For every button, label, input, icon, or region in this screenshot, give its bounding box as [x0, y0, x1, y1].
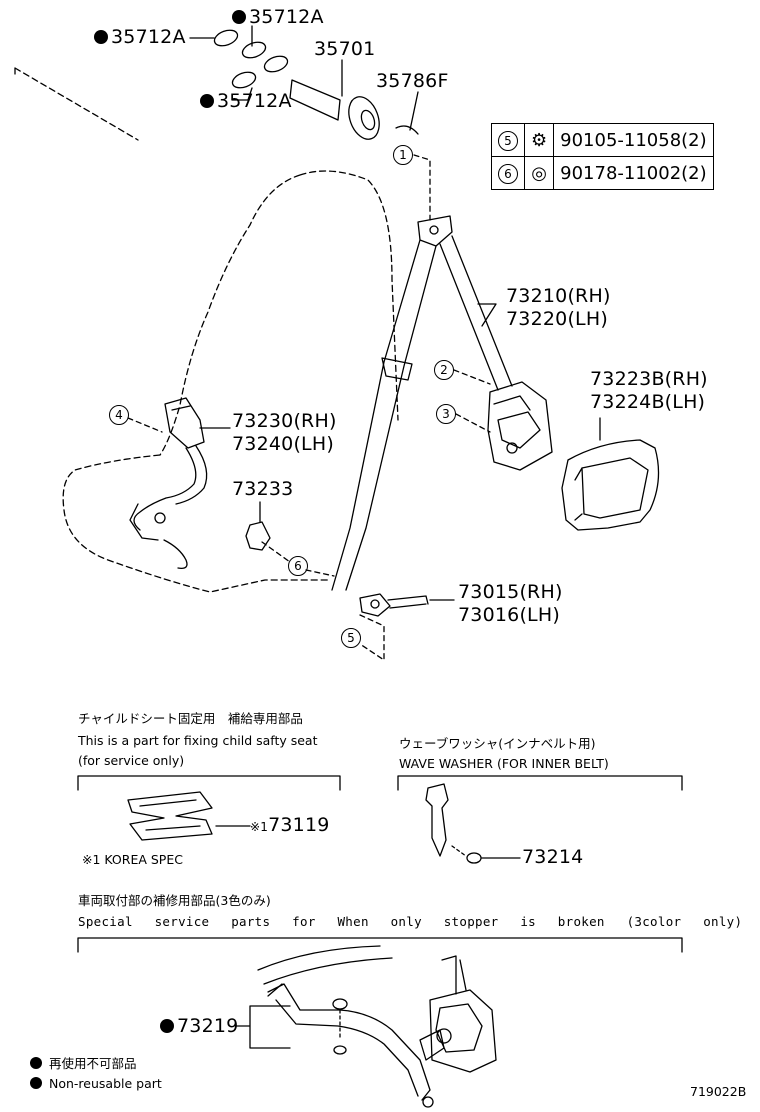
label-73223b: 73223B(RH)	[590, 368, 708, 390]
child-seat-part-shape	[127, 791, 213, 841]
leader-35712a-bottom	[231, 87, 253, 101]
legend-jp: 再使用不可部品	[30, 1057, 137, 1071]
stopper-bracket-lines	[235, 1005, 291, 1049]
non-reusable-dot-icon	[160, 1019, 174, 1033]
bolt-icon: ⚙	[531, 129, 548, 151]
callout-4: 4	[109, 405, 129, 425]
wave-washer-frame	[397, 775, 683, 791]
child-seat-title-en: This is a part for fixing child safty se…	[78, 733, 318, 748]
table-row: 5 ⚙ 90105-11058(2)	[491, 123, 714, 157]
seat-cushion-outline	[62, 454, 331, 593]
label-73210: 73210(RH)	[506, 285, 611, 307]
table-row: 6 ◎ 90178-11002(2)	[491, 156, 714, 190]
callout-5: 5	[341, 628, 361, 648]
table-cell-num: 6	[491, 156, 525, 190]
cover-73233-shape	[245, 521, 271, 551]
belt-webbing-front	[331, 239, 421, 591]
retractor-cover-shape	[561, 439, 660, 531]
belt-webbing-rear	[439, 243, 499, 391]
leader-73210	[477, 303, 497, 327]
label-73224b: 73224B(LH)	[590, 391, 706, 413]
belt-guide	[381, 357, 413, 381]
reference-table: 5 ⚙ 90105-11058(2) 6 ◎ 90178-11002(2)	[491, 123, 714, 190]
figure-id: 719022B	[690, 1084, 747, 1099]
belt-webbing-rear-2	[451, 235, 513, 387]
child-seat-frame	[77, 775, 341, 791]
leader-6a	[261, 541, 291, 563]
leader-4	[127, 417, 163, 433]
buckle-shape	[129, 397, 208, 569]
table-cell-icon: ⚙	[523, 123, 555, 157]
label-73220: 73220(LH)	[506, 308, 608, 330]
table-cell-icon: ◎	[523, 156, 555, 190]
leader-1	[413, 154, 431, 221]
callout-2: 2	[434, 360, 454, 380]
legend-en: Non-reusable part	[30, 1077, 162, 1091]
non-reusable-dot-icon	[94, 30, 108, 44]
nut-icon: ◎	[531, 162, 547, 184]
label-35701: 35701	[314, 38, 376, 60]
stopper-part-shape	[257, 945, 497, 1108]
lower-anchor-shape	[359, 593, 429, 617]
korea-spec-note: ※1 KOREA SPEC	[82, 852, 183, 867]
wave-washer-title-jp: ウェーブワッシャ(インナベルト用)	[399, 736, 596, 751]
wave-washer-part-shape	[425, 783, 482, 864]
callout-3: 3	[436, 404, 456, 424]
callout-1: 1	[393, 145, 413, 165]
leader-2	[453, 369, 491, 385]
label-73015: 73015(RH)	[458, 581, 563, 603]
shaft-35701-shape	[213, 29, 419, 140]
wave-washer-title-en: WAVE WASHER (FOR INNER BELT)	[399, 756, 609, 771]
child-seat-title-jp: チャイルドシート固定用 補給専用部品	[78, 711, 303, 726]
belt-upper-anchor	[417, 215, 453, 247]
table-cell-part: 90178-11002(2)	[553, 156, 714, 190]
label-73219: 73219	[160, 1017, 238, 1036]
label-35712a-top: 35712A	[232, 8, 324, 27]
label-73214: 73214	[522, 846, 584, 868]
non-reusable-dot-icon	[30, 1077, 42, 1089]
label-73230: 73230(RH)	[232, 410, 337, 432]
stopper-title-en: Special service parts for When only stop…	[78, 914, 743, 929]
non-reusable-dot-icon	[30, 1057, 42, 1069]
callout-6: 6	[288, 556, 308, 576]
label-73233: 73233	[232, 478, 294, 500]
non-reusable-dot-icon	[232, 10, 246, 24]
label-35712a-bottom: 35712A	[200, 92, 292, 111]
label-35786f: 35786F	[376, 70, 449, 92]
leader-5	[359, 614, 385, 661]
retractor-shape	[487, 381, 553, 471]
label-35712a-left: 35712A	[94, 28, 186, 47]
table-cell-num: 5	[491, 123, 525, 157]
table-cell-part: 90105-11058(2)	[553, 123, 714, 157]
leader-3	[455, 413, 491, 433]
leader-35786f	[409, 91, 419, 131]
seat-top-dash	[14, 67, 139, 141]
label-73119: ※173119	[250, 814, 330, 836]
stopper-frame	[77, 937, 683, 953]
leader-6b	[305, 569, 335, 577]
child-seat-note: (for service only)	[78, 753, 185, 768]
non-reusable-dot-icon	[200, 94, 214, 108]
stopper-title-jp: 車両取付部の補修用部品(3色のみ)	[78, 893, 271, 908]
label-73240: 73240(LH)	[232, 433, 334, 455]
seat-back-outline	[159, 170, 399, 456]
label-73016: 73016(LH)	[458, 604, 560, 626]
belt-webbing-front-2	[345, 245, 437, 591]
